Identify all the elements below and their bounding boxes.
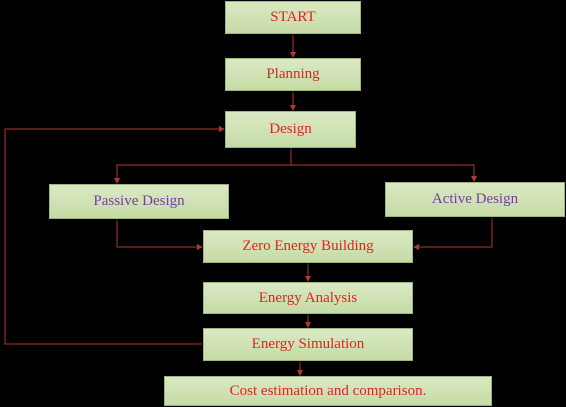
node-design-label: Design <box>269 121 312 137</box>
node-energy-analysis: Energy Analysis <box>203 282 413 314</box>
node-design: Design <box>225 111 356 148</box>
arrow-passive-to-zeb <box>116 219 203 250</box>
arrow-design-to-active <box>291 164 477 182</box>
node-energy-analysis-label: Energy Analysis <box>258 289 358 306</box>
node-planning: Planning <box>225 58 361 91</box>
arrow-simulation-feedback-to-design <box>4 126 225 345</box>
arrow-active-to-zeb <box>413 217 493 250</box>
node-passive-design: Passive Design <box>49 184 229 219</box>
node-passive-design-label: Passive Design <box>93 193 185 209</box>
node-cost-estimation: Cost estimation and comparison. <box>164 376 492 406</box>
node-active-design-label: Active Design <box>431 191 519 207</box>
node-zero-energy-building: Zero Energy Building <box>203 230 413 263</box>
node-energy-simulation: Energy Simulation <box>203 328 413 361</box>
node-start: START <box>225 1 361 34</box>
node-start-label: START <box>270 9 316 25</box>
node-energy-simulation-label: Energy Simulation <box>251 336 365 352</box>
node-planning-label: Planning <box>266 66 320 82</box>
arrow-design-to-passive <box>114 164 291 184</box>
node-active-design: Active Design <box>385 182 565 217</box>
node-zero-energy-building-label: Zero Energy Building <box>242 238 374 254</box>
node-cost-estimation-label: Cost estimation and comparison. <box>229 382 427 399</box>
